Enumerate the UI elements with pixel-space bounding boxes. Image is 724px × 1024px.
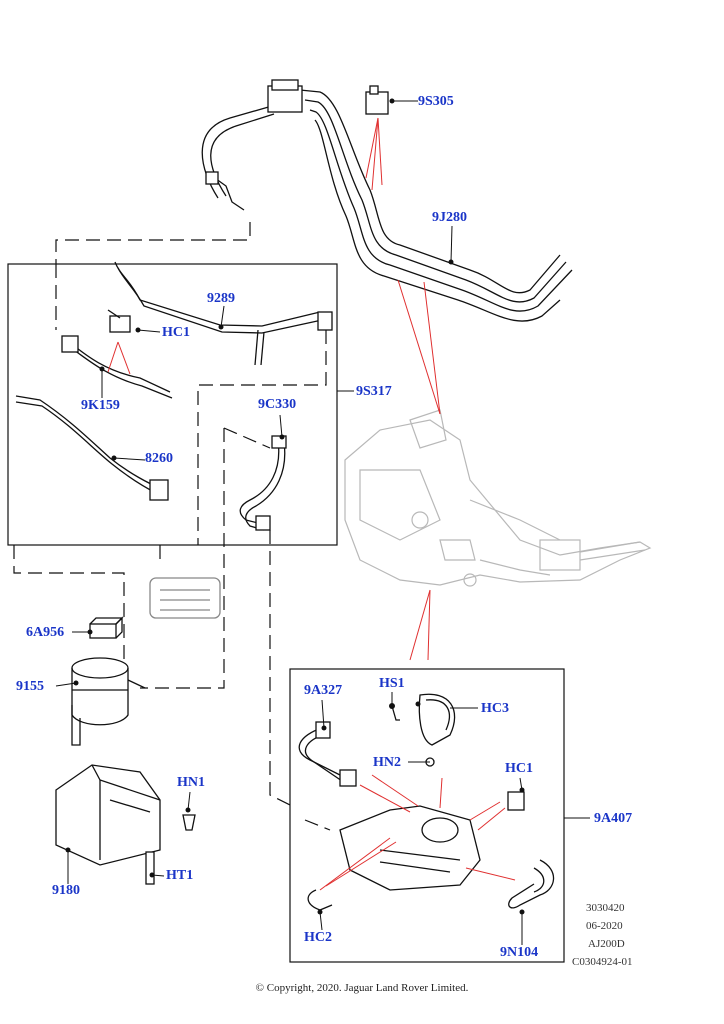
- callout-9J280: 9J280: [432, 210, 467, 225]
- engine-ghost-assembly: [344, 409, 652, 587]
- meta-line-4: C0304924-01: [572, 956, 633, 968]
- callout-9C330: 9C330: [258, 397, 297, 412]
- callout-HT1: HT1: [166, 868, 194, 883]
- parts-group-9A407: [298, 693, 555, 915]
- callout-HS1: HS1: [379, 676, 405, 691]
- callout-9A407: 9A407: [594, 811, 633, 826]
- red-pointer-lines: [107, 117, 516, 891]
- leader-lines: [55, 100, 590, 945]
- group-box-9S317: [7, 263, 338, 546]
- callout-9180: 9180: [52, 883, 80, 898]
- parts-group-9S317: [15, 261, 333, 531]
- meta-line-1: 3030420: [586, 902, 625, 914]
- callout-9N104: 9N104: [500, 945, 539, 960]
- meta-line-3: AJ200D: [588, 938, 625, 950]
- callout-9S317: 9S317: [356, 384, 392, 399]
- callout-9S305: 9S305: [418, 94, 454, 109]
- meta-line-2: 06-2020: [586, 920, 623, 932]
- callout-HN1: HN1: [177, 775, 205, 790]
- callout-HC2: HC2: [304, 930, 332, 945]
- copyright-notice: © Copyright, 2020. Jaguar Land Rover Lim…: [255, 982, 469, 994]
- callout-HC1-bottom: HC1: [505, 761, 533, 776]
- callout-9289: 9289: [207, 291, 235, 306]
- callout-9155: 9155: [16, 679, 44, 694]
- callout-HN2: HN2: [373, 755, 401, 770]
- callout-9K159: 9K159: [81, 398, 120, 413]
- callout-HC3: HC3: [481, 701, 509, 716]
- fuel-line-9J280: [201, 79, 573, 322]
- group-box-9A407: [289, 668, 565, 963]
- callout-6A956: 6A956: [26, 625, 65, 640]
- parts-lower-left: [55, 577, 221, 885]
- dashed-routing-lines: [13, 222, 331, 831]
- callout-HC1-top: HC1: [162, 325, 190, 340]
- callout-9A327: 9A327: [304, 683, 343, 698]
- callout-8260: 8260: [145, 451, 173, 466]
